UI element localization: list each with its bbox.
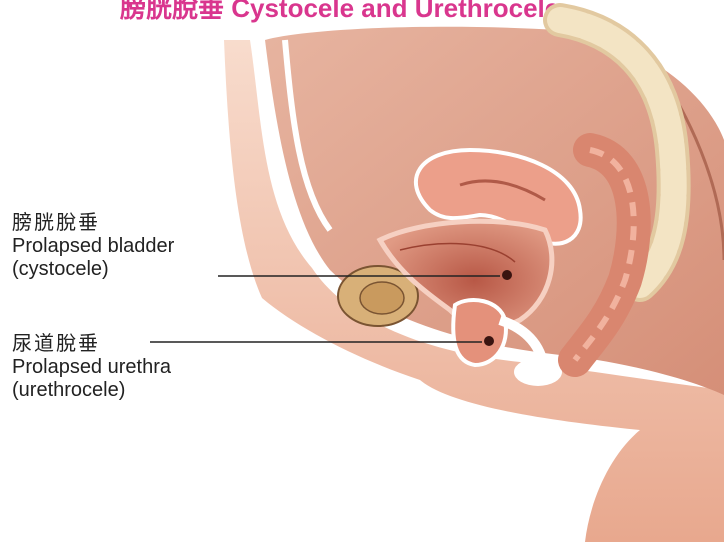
cystocele-label: 膀胱脫垂 Prolapsed bladder (cystocele): [12, 212, 174, 281]
urethrocele-chinese: 尿道脫垂: [12, 333, 171, 356]
cystocele-english: Prolapsed bladder: [12, 235, 174, 258]
cystocele-term: (cystocele): [12, 258, 174, 281]
urethrocele-label: 尿道脫垂 Prolapsed urethra (urethrocele): [12, 333, 171, 402]
bladder-pointer-dot: [502, 270, 512, 280]
urethrocele-english: Prolapsed urethra: [12, 356, 171, 379]
urethrocele-term: (urethrocele): [12, 379, 171, 402]
urethra-pointer-dot: [484, 336, 494, 346]
cystocele-chinese: 膀胱脫垂: [12, 212, 174, 235]
